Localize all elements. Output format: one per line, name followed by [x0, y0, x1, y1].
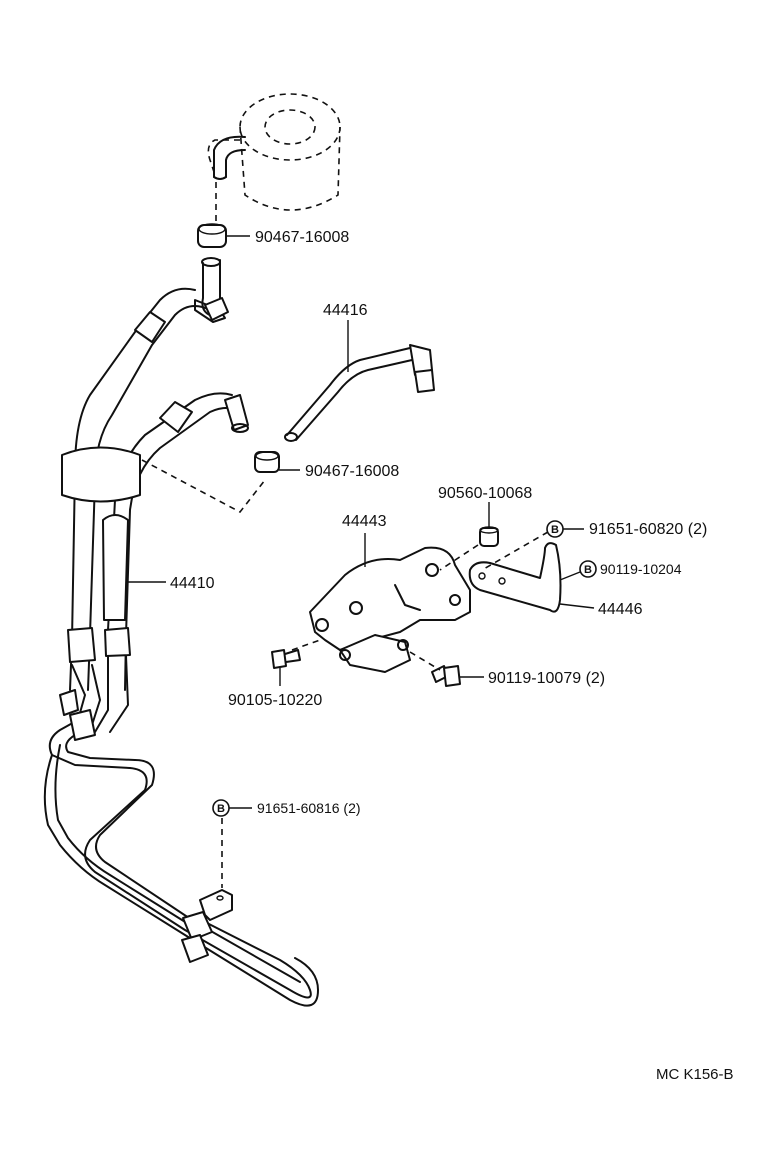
- part-label-clip-upper: 90467-16008: [255, 229, 349, 246]
- part-label-bolt-lower: 91651-60816 (2): [257, 800, 361, 816]
- bolt-callout-upper: B: [546, 520, 584, 538]
- hose-clip-upper: [197, 223, 250, 248]
- bolt-callout-lower: B: [212, 799, 252, 817]
- hose-assembly-44410: [48, 287, 249, 769]
- bolt-90119-10079: [409, 651, 484, 687]
- part-label-clip-lower: 90467-16008: [305, 463, 399, 480]
- bolt-90105: [271, 639, 321, 686]
- part-label-bolt-90119-10079: 90119-10079 (2): [488, 670, 605, 687]
- svg-text:B: B: [584, 564, 592, 576]
- part-label-collar: 90560-10068: [438, 485, 532, 502]
- collar-90560: [479, 502, 499, 547]
- bolt-callout-90119-10204: B: [559, 560, 597, 581]
- part-label-bolt-90105: 90105-10220: [228, 692, 322, 709]
- part-label-bolt-90119-10204: 90119-10204: [600, 561, 682, 577]
- reservoir-tank: [207, 93, 341, 211]
- bracket-44443: [309, 533, 471, 673]
- svg-text:B: B: [217, 803, 225, 815]
- hose-clip-lower: [254, 451, 300, 473]
- bracket-44446: [468, 542, 595, 613]
- part-label-hose-44416: 44416: [323, 302, 368, 319]
- part-label-bolt-upper: 91651-60820 (2): [589, 521, 707, 538]
- reservoir-outlet-pipe: [213, 135, 246, 180]
- svg-text:B: B: [551, 524, 559, 536]
- part-label-bracket-44446: 44446: [598, 601, 643, 618]
- figure-code: MC K156-B: [656, 1066, 734, 1083]
- part-label-bracket-44443: 44443: [342, 513, 387, 530]
- hose-44416: [284, 320, 435, 442]
- part-label-hose-44410: 44410: [170, 575, 215, 592]
- pressure-pipe-lower: [43, 744, 319, 1007]
